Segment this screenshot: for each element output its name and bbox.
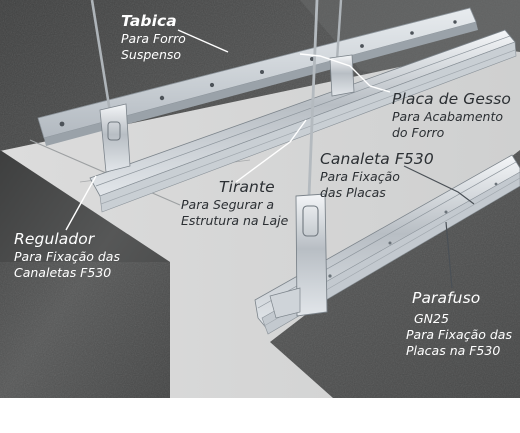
regulador-left	[99, 103, 131, 173]
callout-line-parafuso	[445, 221, 453, 289]
tirante-left-rod	[90, 0, 112, 113]
label-parafuso: Parafuso GN25 Para Fixação das Placas na…	[406, 289, 512, 358]
label-regulador: Regulador Para Fixação das Canaletas F53…	[14, 230, 120, 281]
parafuso-title: Parafuso	[412, 289, 481, 307]
label-tabica: Tabica Para Forro Suspenso	[121, 12, 186, 63]
tirante-center-rod	[307, 0, 319, 197]
bottom-margin	[0, 398, 520, 433]
regulador-line-1: Para Fixação das	[14, 249, 120, 265]
callout-line-tirante	[235, 119, 307, 183]
tirante-title: Tirante	[219, 178, 275, 196]
label-placa-de-gesso: Placa de Gesso Para Acabamento do Forro	[392, 90, 511, 141]
label-canaleta: Canaleta F530 Para Fixação das Placas	[320, 150, 434, 201]
callout-line-tabica	[177, 29, 229, 53]
callout-line-placa	[299, 53, 391, 93]
regulador-center	[295, 193, 328, 317]
gypsum-board	[0, 48, 520, 398]
parafuso-line-3: Placas na F530	[406, 342, 501, 358]
canaleta-title: Canaleta F530	[320, 150, 434, 168]
placa-line-1: Para Acabamento	[392, 109, 503, 125]
canaleta-line-1: Para Fixação	[320, 169, 400, 185]
tabica-line-2: Suspenso	[121, 47, 182, 62]
parafuso-line-1: GN25	[414, 311, 449, 327]
tirante-line-2: Estrutura na Laje	[181, 213, 289, 228]
regulador-line-2: Canaletas F530	[14, 265, 112, 280]
placa-title: Placa de Gesso	[392, 90, 511, 108]
parafuso-line-2: Para Fixação das	[406, 327, 512, 342]
tirante-right-rod	[335, 0, 343, 61]
tabica-line-1: Para Forro	[121, 31, 186, 47]
tirante-line-1: Para Segurar a	[181, 197, 275, 213]
label-tirante: Tirante Para Segurar a Estrutura na Laje	[181, 178, 288, 229]
tabica-title: Tabica	[121, 12, 177, 30]
placa-line-2: do Forro	[392, 125, 445, 140]
regulador-title: Regulador	[14, 230, 95, 248]
canaleta-line-2: das Placas	[320, 185, 386, 200]
callout-line-canaleta	[403, 165, 475, 205]
callout-line-regulador	[65, 175, 97, 231]
